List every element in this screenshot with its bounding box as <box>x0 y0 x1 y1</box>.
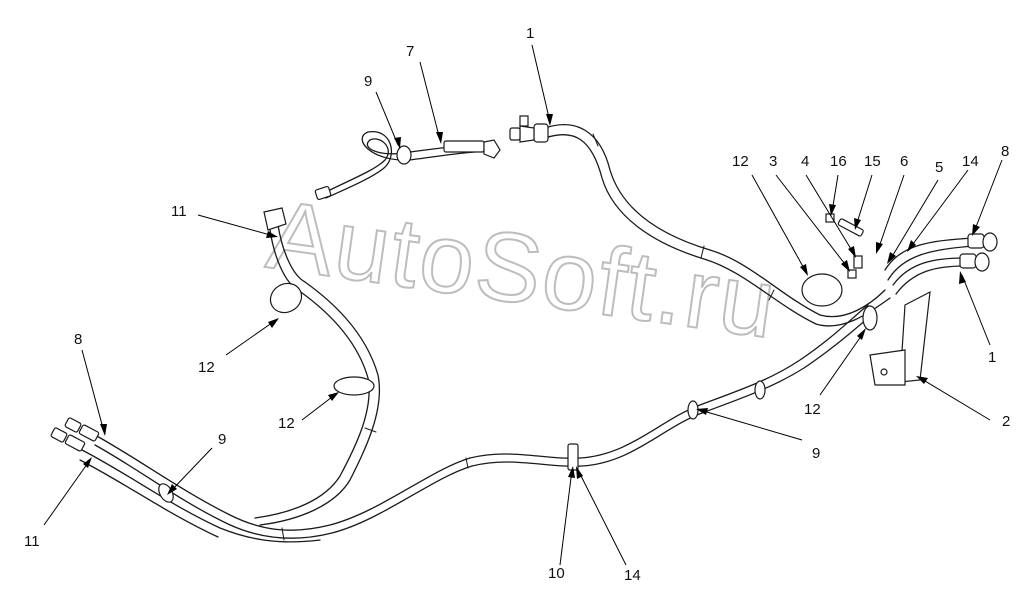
callout-12-upper-right: 12 <box>732 153 749 170</box>
callout-labels: 1 1 2 3 4 5 6 7 8 8 9 9 9 10 11 11 12 12… <box>24 25 1010 584</box>
hose-1-upper <box>509 115 891 327</box>
clamp-12-right <box>862 305 878 331</box>
callout-4: 4 <box>801 153 809 170</box>
hose-11-end-fitting <box>50 427 68 443</box>
clamp-9-lower-right <box>687 400 699 420</box>
tee-fitting <box>519 125 535 143</box>
hose-7-elbow <box>483 139 501 159</box>
hose-1-right-fitting <box>974 252 990 272</box>
callout-8-left: 8 <box>74 331 82 348</box>
callout-14-right: 14 <box>962 153 979 170</box>
bolt-4 <box>853 255 863 269</box>
callout-15: 15 <box>864 153 881 170</box>
tee-fitting-cap <box>509 127 521 141</box>
callout-11-upper: 11 <box>171 203 187 220</box>
callout-6: 6 <box>900 153 908 170</box>
hose-7 <box>314 131 501 200</box>
callout-1-top: 1 <box>526 25 534 42</box>
callout-12-right: 12 <box>804 401 821 418</box>
callout-12-left-upper: 12 <box>198 359 215 376</box>
hose-11-nut <box>64 434 86 452</box>
watermark: AutoSoft.ru <box>261 179 784 359</box>
callout-14-bottom: 14 <box>624 567 641 584</box>
leader-lines <box>43 44 1003 566</box>
callout-9-lower-right: 9 <box>812 445 820 462</box>
hose-left-loop <box>254 207 380 526</box>
callout-9-lower-left: 9 <box>218 431 226 448</box>
hose-11-fitting <box>263 207 287 231</box>
clamp-9-right <box>754 380 766 400</box>
hose-8-right-nut <box>967 233 985 249</box>
bracket-bolt-hole <box>880 368 888 376</box>
hose-8-end-fitting <box>64 417 82 433</box>
hose-1-right-nut <box>959 253 977 269</box>
hose-7-end-fitting <box>314 186 332 200</box>
hose-8-nut <box>78 424 100 442</box>
clamp-9-upper <box>396 145 412 165</box>
callout-10: 10 <box>548 565 565 582</box>
hose-1-ferrule <box>533 123 549 143</box>
clamp-12-left-upper <box>269 282 303 314</box>
callout-7: 7 <box>406 43 414 60</box>
callout-5: 5 <box>935 159 943 176</box>
bolt-15 <box>837 218 864 237</box>
hose-8-right-fitting <box>982 232 998 252</box>
callout-2: 2 <box>1002 413 1010 430</box>
callout-11-lower: 11 <box>24 533 40 550</box>
callout-1-right: 1 <box>988 349 996 366</box>
hose-7-sleeve <box>443 140 485 153</box>
callout-12-left-lower: 12 <box>278 415 295 432</box>
tee-fitting-branch <box>519 115 529 127</box>
hose-right-ends <box>801 213 998 386</box>
washer-3 <box>847 269 857 279</box>
clamp-12-left-lower <box>333 376 375 396</box>
callout-8-right: 8 <box>1001 143 1009 160</box>
hose-bottom <box>50 304 878 543</box>
callout-3: 3 <box>769 153 777 170</box>
bracket-2-base <box>869 349 906 386</box>
callout-16: 16 <box>830 153 847 170</box>
callout-9-upper: 9 <box>364 73 372 90</box>
clamp-12-upper-right <box>801 273 843 307</box>
